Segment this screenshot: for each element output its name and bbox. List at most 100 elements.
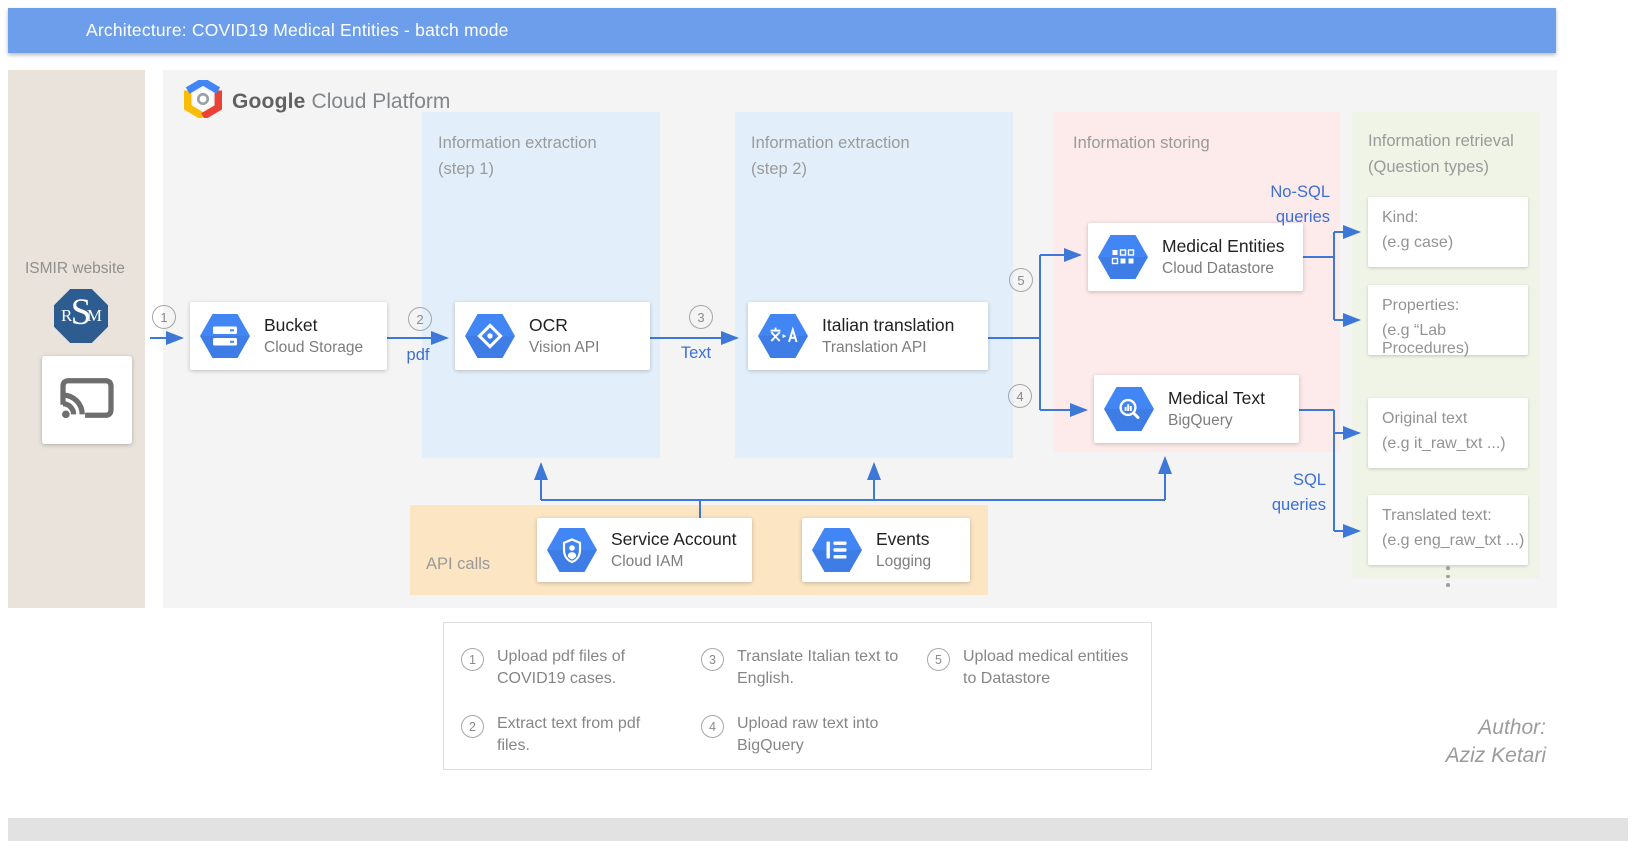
gcp-brand-text: Google	[232, 89, 306, 113]
monogram-letter: R	[61, 306, 73, 325]
panel-label: Information retrieval (Question types)	[1368, 128, 1514, 180]
panel-label: Information extraction (step 2)	[751, 130, 910, 182]
query-card-kind: Kind: (e.g case)	[1368, 197, 1528, 267]
panel-subtitle: (Question types)	[1368, 158, 1490, 176]
bigquery-icon	[1104, 387, 1154, 431]
query-card-example: (e.g “Lab Procedures)	[1382, 322, 1470, 357]
ellipsis-dots	[1446, 566, 1450, 587]
legend-number: 1	[461, 648, 484, 671]
node-title: Service Account	[611, 529, 737, 549]
node-service-account-iam: Service Account Cloud IAM	[537, 518, 752, 582]
author-credit: Author: Aziz Ketari	[1300, 714, 1546, 770]
node-subtitle: Cloud IAM	[611, 553, 684, 570]
legend-text: Extract text from pdf files.	[497, 715, 641, 754]
panel-title: Information extraction	[751, 134, 910, 152]
cloud-datastore-icon	[1098, 235, 1148, 279]
legend-item: 4 Upload raw text into BigQuery	[701, 713, 906, 756]
node-bucket-cloud-storage: Bucket Cloud Storage	[190, 302, 387, 370]
node-title: Medical Entities	[1162, 236, 1285, 256]
gcp-hexagon-icon	[184, 77, 222, 123]
node-medical-text-bigquery: Medical Text BigQuery	[1094, 375, 1299, 443]
node-title: Italian translation	[822, 315, 955, 335]
legend-item: 2 Extract text from pdf files.	[461, 713, 666, 756]
translation-api-icon	[758, 314, 808, 358]
panel-title: Information extraction	[438, 134, 597, 152]
node-subtitle: Cloud Storage	[264, 339, 364, 356]
edge-label-line: SQL	[1292, 471, 1326, 489]
edge-label-line: queries	[1271, 496, 1326, 514]
step-number-2: 2	[408, 307, 432, 331]
legend-item: 5 Upload medical entities to Datastore	[927, 646, 1137, 689]
diagram-title: Architecture: COVID19 Medical Entities -…	[86, 20, 509, 40]
step-number-1: 1	[152, 305, 176, 329]
panel-subtitle: (step 2)	[751, 160, 807, 178]
monogram-letter: M	[86, 306, 102, 325]
edge-label-nosql-queries: No-SQL queries	[1270, 180, 1330, 230]
node-subtitle: Vision API	[529, 339, 600, 356]
node-medical-entities-datastore: Medical Entities Cloud Datastore	[1088, 223, 1303, 291]
legend-number: 2	[461, 715, 484, 738]
edge-label-line: queries	[1275, 208, 1330, 226]
node-events-logging: Events Logging	[802, 518, 970, 582]
query-card-translated-text: Translated text: (e.g eng_raw_txt ...)	[1368, 495, 1528, 565]
vision-api-icon	[465, 314, 515, 358]
edge-label-text: Text	[680, 344, 712, 362]
node-subtitle: Logging	[876, 553, 932, 570]
panel-label: API calls	[426, 555, 491, 573]
legend-number: 3	[701, 648, 724, 671]
panel-information-extraction-step2: Information extraction (step 2)	[735, 112, 1013, 458]
monogram-letter: S	[70, 292, 92, 333]
node-subtitle: Cloud Datastore	[1162, 260, 1275, 277]
title-banner: Architecture: COVID19 Medical Entities -…	[8, 8, 1556, 53]
query-card-title: Original text	[1382, 410, 1468, 427]
node-subtitle: Translation API	[822, 339, 927, 356]
query-card-title: Properties:	[1382, 297, 1460, 314]
bottom-bar	[8, 818, 1628, 841]
query-card-example: (e.g eng_raw_txt ...)	[1382, 532, 1525, 549]
node-title: Bucket	[264, 315, 318, 335]
legend-box: 1 Upload pdf files of COVID19 cases. 2 E…	[443, 622, 1152, 770]
author-name: Aziz Ketari	[1445, 744, 1546, 767]
website-card	[42, 356, 132, 444]
node-italian-translation-api: Italian translation Translation API	[748, 302, 988, 370]
step-number-3: 3	[689, 305, 713, 329]
gcp-logo: Google Cloud Platform	[184, 77, 451, 123]
legend-text: Upload raw text into BigQuery	[737, 715, 879, 754]
panel-title: Information retrieval	[1368, 132, 1514, 150]
ismir-sidebar: ISMIR website R S M	[8, 70, 145, 608]
legend-number: 5	[927, 648, 950, 671]
cloud-iam-icon	[547, 528, 597, 572]
edge-label-pdf: pdf	[406, 346, 430, 364]
cloud-storage-icon	[200, 314, 250, 358]
node-title: Medical Text	[1168, 388, 1265, 408]
step-number-5: 5	[1009, 268, 1033, 292]
panel-label: Information extraction (step 1)	[438, 130, 597, 182]
node-ocr-vision-api: OCR Vision API	[455, 302, 650, 370]
query-card-properties: Properties: (e.g “Lab Procedures)	[1368, 285, 1528, 357]
node-subtitle: BigQuery	[1168, 412, 1233, 429]
query-card-original-text: Original text (e.g it_raw_txt ...)	[1368, 398, 1528, 468]
legend-text: Upload medical entities to Datastore	[963, 648, 1129, 687]
query-card-title: Kind:	[1382, 209, 1419, 226]
legend-item: 3 Translate Italian text to English.	[701, 646, 906, 689]
legend-text: Translate Italian text to English.	[737, 648, 899, 687]
step-number-4: 4	[1008, 384, 1032, 408]
ismir-website-label: ISMIR website	[25, 260, 125, 277]
node-title: OCR	[529, 315, 568, 335]
logging-icon	[812, 528, 862, 572]
query-card-title: Translated text:	[1382, 507, 1492, 524]
legend-text: Upload pdf files of COVID19 cases.	[497, 648, 626, 687]
panel-information-extraction-step1: Information extraction (step 1)	[422, 112, 660, 458]
edge-label-sql-queries: SQL queries	[1272, 468, 1326, 518]
edge-label-line: No-SQL	[1270, 183, 1330, 201]
ismir-logo: R S M	[54, 289, 108, 343]
gcp-brand-suffix: Cloud Platform	[311, 89, 451, 113]
query-card-example: (e.g it_raw_txt ...)	[1382, 435, 1506, 452]
node-title: Events	[876, 529, 930, 549]
panel-subtitle: (step 1)	[438, 160, 494, 178]
query-card-example: (e.g case)	[1382, 234, 1454, 251]
panel-label: Information storing	[1073, 134, 1210, 152]
legend-item: 1 Upload pdf files of COVID19 cases.	[461, 646, 666, 689]
legend-number: 4	[701, 715, 724, 738]
